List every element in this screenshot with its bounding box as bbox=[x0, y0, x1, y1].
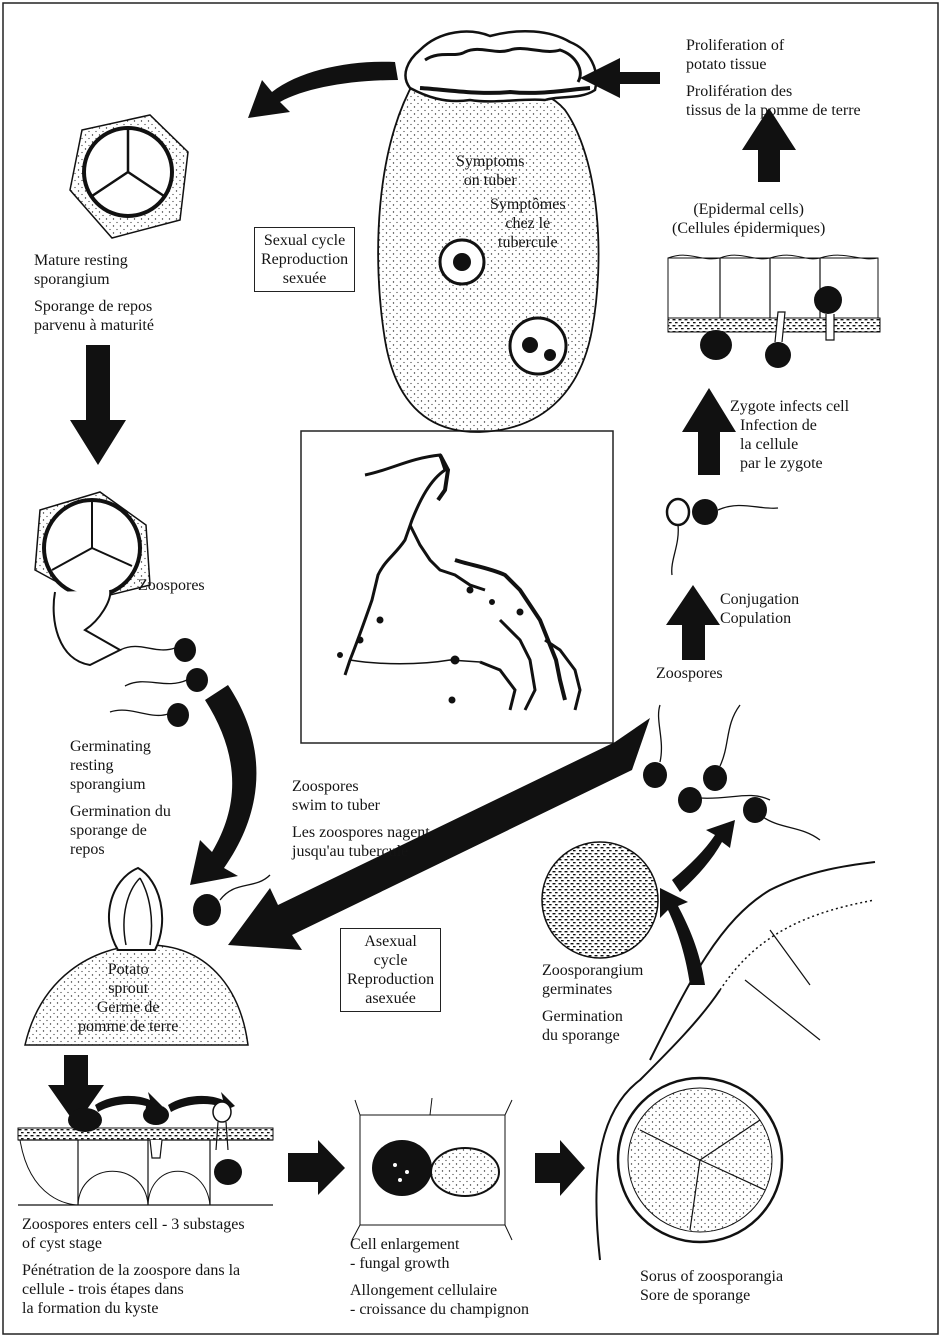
cell-enlargement bbox=[352, 1098, 512, 1240]
label-conjugation: Conjugation Copulation bbox=[720, 590, 799, 628]
label-potato-sprout: Potato sprout Germe de pomme de terre bbox=[78, 960, 178, 1036]
zoosporangium bbox=[542, 842, 658, 958]
label-proliferation: Proliferation of potato tissue Proliféra… bbox=[686, 36, 861, 120]
label-sorus: Sorus of zoosporangia Sore de sporange bbox=[640, 1267, 783, 1305]
arrow-sorus-to-zoosporangium bbox=[660, 888, 705, 985]
arrow-up-conjugation bbox=[666, 585, 720, 660]
epidermal-cells bbox=[668, 255, 880, 368]
label-zoospores-left: Zoospores bbox=[138, 576, 205, 595]
map-box bbox=[301, 431, 613, 743]
label-sexual-cycle: Sexual cycle Reproduction sexuée bbox=[254, 227, 355, 292]
label-zoospore-enters-cell: Zoospores enters cell - 3 substages of c… bbox=[22, 1215, 245, 1318]
epidermis-cyst-stages bbox=[18, 1102, 273, 1205]
label-swim-to-tuber: Zoospores swim to tuber Les zoospores na… bbox=[292, 777, 430, 861]
conjugating-zoospores-icon bbox=[667, 499, 778, 575]
arrow-up-zygote bbox=[682, 388, 736, 475]
arrow-to-cell-enlargement bbox=[288, 1140, 345, 1195]
label-zoospores-right: Zoospores bbox=[656, 664, 723, 683]
label-asexual-cycle: Asexual cycle Reproduction asexuée bbox=[340, 928, 441, 1012]
label-zygote: Zygote infects cell Infection de la cell… bbox=[730, 397, 849, 473]
arrow-to-sorus bbox=[535, 1140, 585, 1196]
label-symptoms: Symptoms on tuber bbox=[456, 152, 524, 190]
mature-resting-sporangium bbox=[70, 115, 188, 238]
label-germinating: Germinating resting sporangium Germinati… bbox=[70, 737, 171, 859]
arrow-to-mature-sporangium bbox=[248, 62, 398, 118]
label-zoosporangium: Zoosporangium germinates Germination du … bbox=[542, 961, 643, 1045]
wart-symptom-2 bbox=[510, 318, 566, 374]
arrow-zoosporangium-to-zoospores bbox=[672, 820, 735, 892]
zoospores-right-icon bbox=[643, 705, 820, 840]
germinating-sporangium bbox=[35, 492, 208, 727]
arrow-to-potato-sprout bbox=[190, 685, 256, 885]
label-symptomes: Symptômes chez le tubercule bbox=[490, 195, 566, 252]
label-cell-enlargement: Cell enlargement - fungal growth Allonge… bbox=[350, 1235, 529, 1319]
zoospores-left-icon bbox=[110, 638, 208, 727]
label-mature-sporangium: Mature resting sporangium Sporange de re… bbox=[34, 251, 154, 335]
label-epidermal-cells: (Epidermal cells) (Cellules épidermiques… bbox=[672, 200, 825, 238]
arrow-down-to-germination bbox=[70, 345, 126, 465]
